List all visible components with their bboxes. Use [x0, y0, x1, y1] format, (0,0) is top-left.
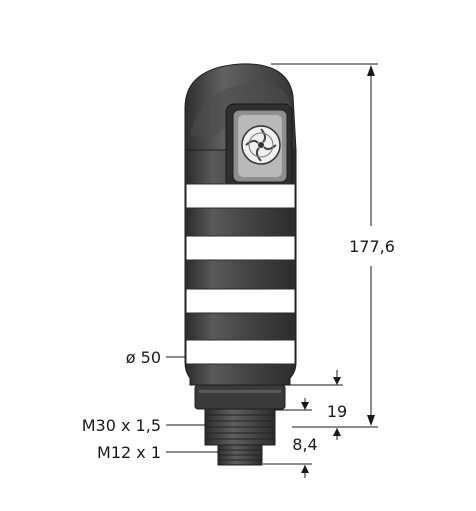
light-segments	[185, 183, 296, 365]
thread-connector-dimension: M12 x 1	[97, 443, 219, 462]
thread-connector-label: M12 x 1	[97, 443, 161, 462]
light-segment-1	[185, 183, 296, 209]
connector-length-label: 8,4	[292, 435, 317, 454]
thread-main-dimension: M30 x 1,5	[82, 416, 206, 435]
buzzer-window	[225, 103, 293, 189]
signal-tower	[184, 63, 297, 466]
diameter-dimension: ø 50	[126, 348, 186, 367]
base-flange	[194, 384, 286, 410]
base-length-label: 19	[327, 402, 347, 421]
connector-length-dimension: 8,4	[263, 398, 318, 478]
light-segment-3	[185, 288, 296, 314]
diameter-label: ø 50	[126, 348, 161, 367]
m12-connector	[217, 444, 263, 466]
height-label: 177,6	[349, 237, 395, 256]
base-length-dimension: 19	[290, 370, 347, 440]
light-segment-2	[185, 235, 296, 261]
m30-thread	[204, 408, 276, 446]
light-segment-4	[185, 339, 296, 365]
height-dimension: 177,6	[271, 63, 395, 428]
thread-main-label: M30 x 1,5	[82, 416, 161, 435]
